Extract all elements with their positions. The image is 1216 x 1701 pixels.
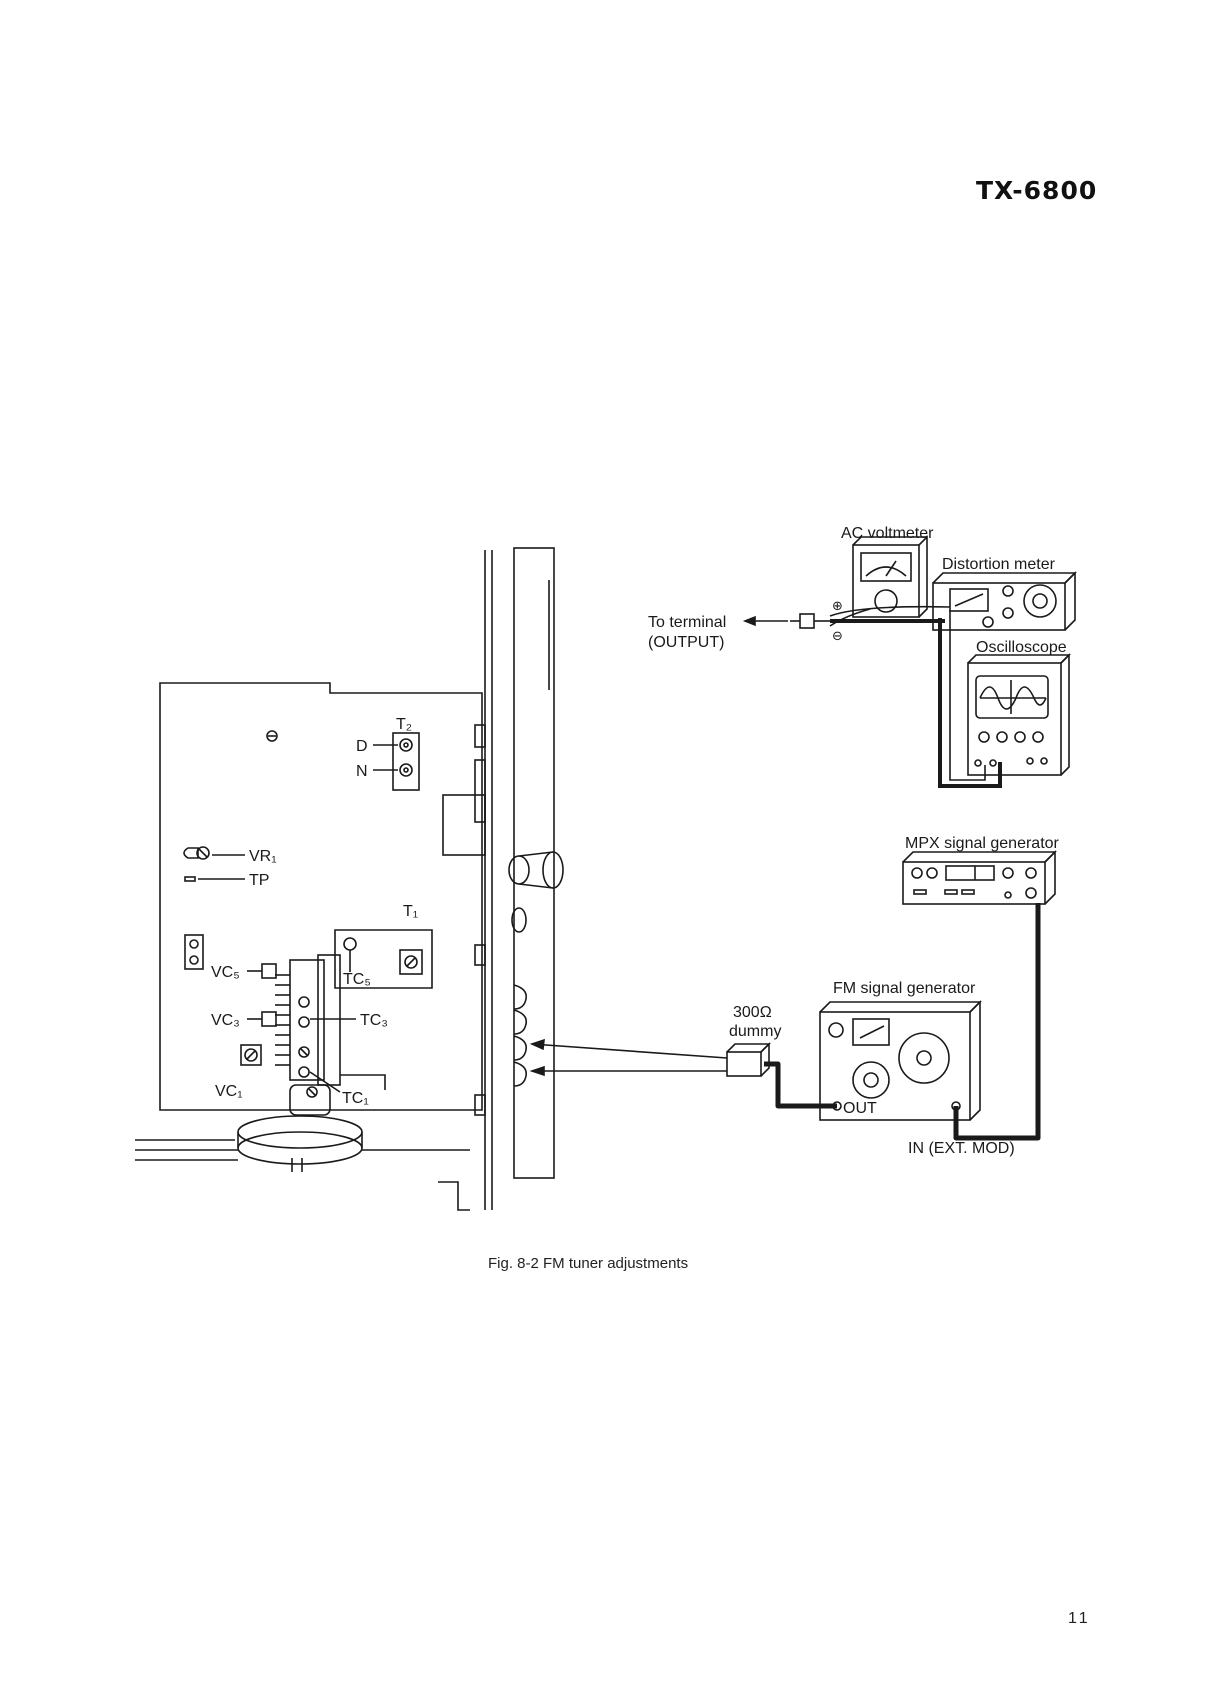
t2-label: T₂: [396, 716, 412, 733]
vc5-label: VC₅: [211, 964, 240, 981]
pcb-board-outline: [160, 683, 482, 1110]
tc1-leader: [310, 1072, 340, 1092]
tuner-tab: [340, 1075, 385, 1090]
t2-coil: [393, 733, 419, 790]
tc5-trimmer: [344, 938, 356, 950]
dummy-load-300-ohm: [727, 1044, 769, 1076]
oscilloscope-label: Oscilloscope: [976, 639, 1067, 656]
vr1-trimmer: [184, 847, 209, 859]
tc5-label: TC₅: [343, 971, 371, 988]
t1-label: T₁: [403, 903, 418, 920]
minus-terminal: ⊖: [832, 628, 843, 643]
n-label: N: [356, 763, 368, 780]
mpx-generator-label: MPX signal generator: [905, 835, 1060, 852]
in-ext-mod-label: IN (EXT. MOD): [908, 1140, 1015, 1157]
distortion-meter: [933, 573, 1075, 630]
left-trimmer: [185, 935, 203, 969]
output-label: (OUTPUT): [648, 634, 724, 651]
oscilloscope: [968, 655, 1069, 775]
vc3-trimmer: [262, 1012, 276, 1026]
gang-capacitor: [275, 955, 340, 1085]
tc3-label: TC₃: [360, 1012, 388, 1029]
tp-label: TP: [249, 872, 269, 889]
ac-voltmeter-label: AC voltmeter: [841, 525, 934, 542]
antenna-lead-upper: [532, 1044, 727, 1058]
vr1-label: VR₁: [249, 848, 277, 865]
tc1-label: TC₁: [342, 1090, 369, 1107]
fm-generator-label: FM signal generator: [833, 980, 976, 997]
vc3-label: VC₃: [211, 1012, 240, 1029]
d-label: D: [356, 738, 368, 755]
page-number: 11: [1068, 1610, 1091, 1628]
vc1-label: VC₁: [215, 1083, 243, 1100]
distortion-meter-label: Distortion meter: [942, 556, 1056, 573]
figure-caption: Fig. 8-2 FM tuner adjustments: [488, 1255, 688, 1272]
out-label: OUT: [843, 1100, 877, 1117]
ac-voltmeter: [853, 537, 927, 617]
mpx-signal-generator: [903, 852, 1055, 904]
plus-terminal: ⊕: [832, 598, 843, 613]
output-plug: [790, 614, 830, 628]
ext-mod-cable: [956, 903, 1038, 1138]
test-point: [185, 877, 195, 881]
to-terminal-label: To terminal: [648, 614, 726, 631]
vc5-trimmer: [262, 964, 276, 978]
dummy-label: dummy: [729, 1023, 781, 1040]
fm-out-cable: [764, 1064, 837, 1106]
dummy-value-label: 300Ω: [733, 1004, 772, 1021]
